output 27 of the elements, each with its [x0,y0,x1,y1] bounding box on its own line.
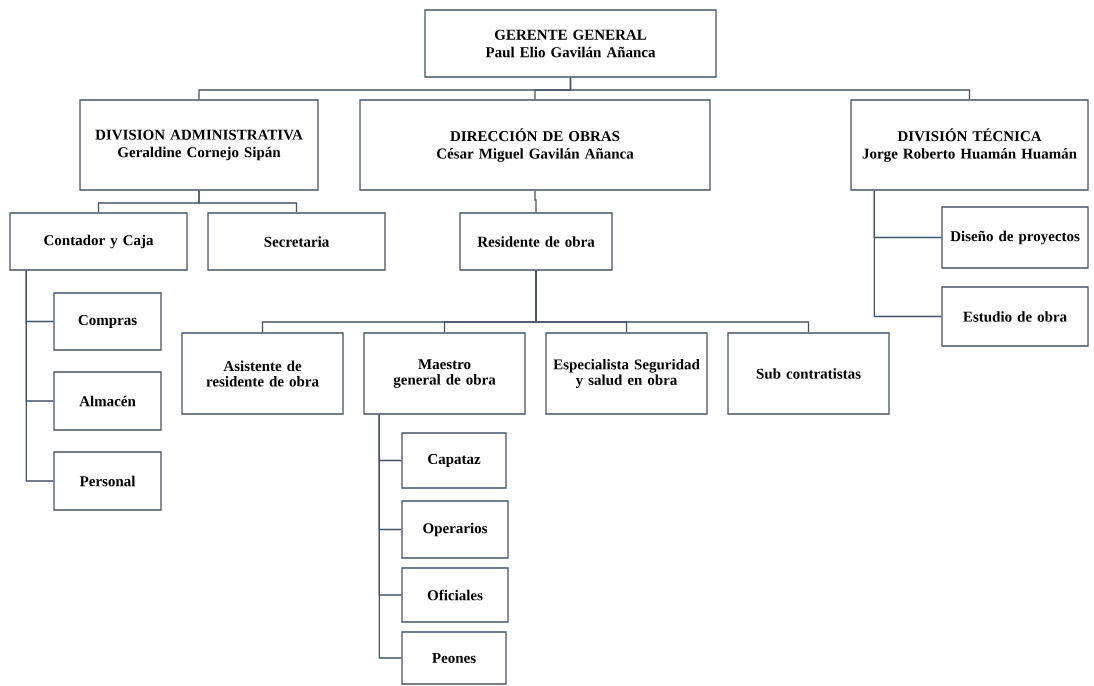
org-box: Residente de obra [459,212,613,271]
org-box: Capataz [401,432,507,489]
org-box: Diseño de proyectos [941,206,1089,269]
org-box: Peones [401,631,507,685]
org-box: Sub contratistas [727,332,890,415]
org-box: Secretaria [207,212,386,271]
org-box: Oficiales [401,567,509,623]
org-box: Especialista Seguridad y salud en obra [545,332,708,415]
org-box: Contador y Caja [9,212,188,271]
org-box: Almacén [53,371,162,431]
connector-line [198,190,298,213]
org-box: Asistente de residente de obra [181,332,344,415]
connector-line [378,414,402,659]
org-box: Estudio de obra [941,286,1089,347]
connector-line [873,190,942,318]
org-box: Personal [53,451,162,511]
connector-line [534,190,537,213]
connector-line [25,270,54,482]
org-box: Maestro general de obra [363,332,526,415]
connector-line [569,77,971,100]
org-box: Operarios [401,500,509,559]
org-box: DIRECCIÓN DE OBRAS César Miguel Gavilán Añanca [359,99,711,191]
connector-line [535,270,810,333]
org-box: DIVISIÓN TÉCNICA Jorge Roberto Huamán Huamán [850,99,1089,191]
org-box: GERENTE GENERAL Paul Elio Gavilán Añanca [424,9,717,78]
org-box: DIVISION ADMINISTRATIVA Geraldine Cornejo Sipán [79,99,319,191]
org-box: Compras [53,292,162,351]
